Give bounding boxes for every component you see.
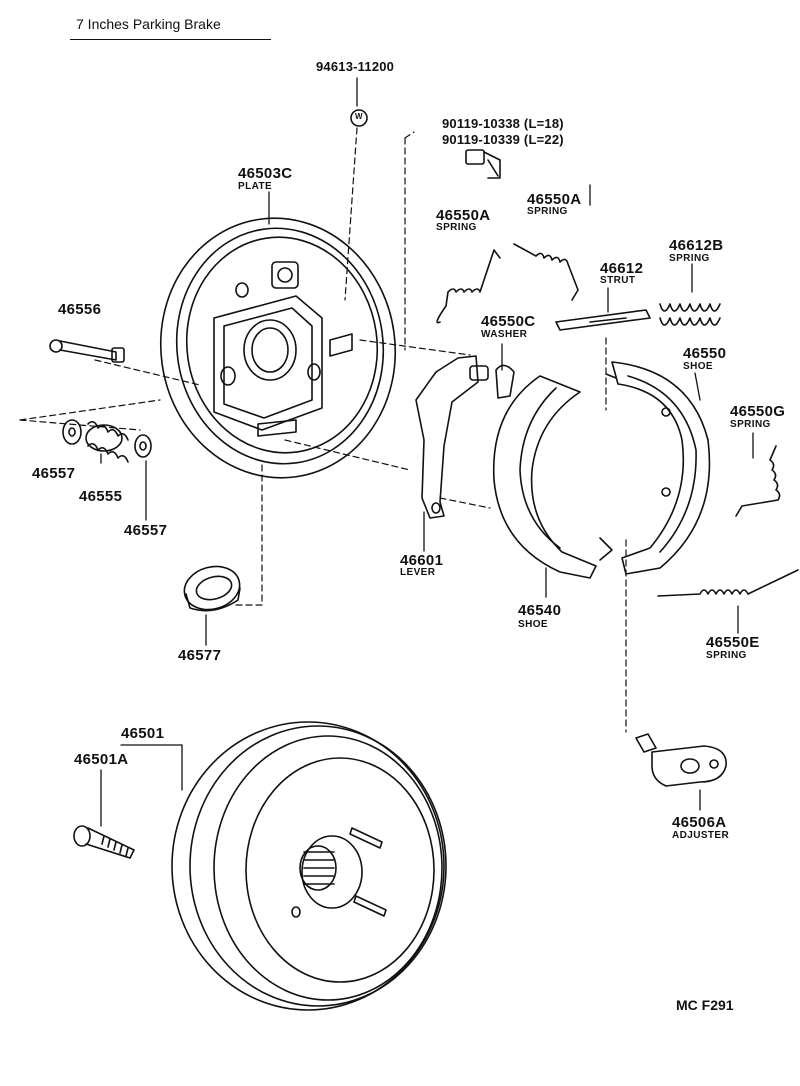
part-name-46550a-right: SPRING bbox=[527, 206, 568, 217]
leader-lines bbox=[100, 77, 754, 827]
lower-spring-illustration bbox=[657, 569, 799, 597]
strut-spring-illustration bbox=[659, 303, 721, 326]
part-number-46577: 46577 bbox=[178, 647, 222, 664]
part-number-46612b: 46612B bbox=[669, 237, 724, 254]
part-name-46550c: WASHER bbox=[481, 329, 528, 340]
part-number-46540: 46540 bbox=[518, 602, 562, 619]
strut-illustration bbox=[555, 309, 651, 331]
pin-illustration bbox=[49, 339, 125, 363]
part-number-46550a-left: 46550A bbox=[436, 207, 491, 224]
part-number-46550c: 46550C bbox=[481, 313, 536, 330]
bolt-illustration bbox=[465, 149, 501, 179]
part-number-90119-l22: 90119-10339 (L=22) bbox=[442, 132, 564, 147]
part-number-46557-top: 46557 bbox=[32, 465, 76, 482]
washer-illustration bbox=[495, 364, 515, 399]
w-marker-illustration bbox=[350, 109, 368, 127]
part-name-46601: LEVER bbox=[400, 567, 436, 578]
grommet-illustration bbox=[183, 565, 241, 612]
part-number-46550: 46550 bbox=[683, 345, 727, 362]
part-number-46550a-right: 46550A bbox=[527, 191, 582, 208]
title-underline bbox=[70, 39, 271, 40]
part-name-46550a-left: SPRING bbox=[436, 222, 477, 233]
part-name-46540: SHOE bbox=[518, 619, 548, 630]
part-name-46612b: SPRING bbox=[669, 253, 710, 264]
upper-springs-illustration bbox=[436, 243, 579, 324]
part-name-46612: STRUT bbox=[600, 275, 636, 286]
hold-down-parts-illustration bbox=[62, 419, 152, 463]
part-name-46550: SHOE bbox=[683, 361, 713, 372]
diagonal-spring-illustration bbox=[735, 445, 781, 517]
part-number-90119-l18: 90119-10338 (L=18) bbox=[442, 116, 564, 131]
part-number-46612: 46612 bbox=[600, 260, 644, 277]
backing-plate-illustration bbox=[159, 217, 397, 479]
part-number-46555: 46555 bbox=[79, 488, 123, 505]
hub-bolt-illustration bbox=[73, 825, 135, 859]
part-name-46550g: SPRING bbox=[730, 419, 771, 430]
figure-code: MC F291 bbox=[676, 997, 734, 1013]
part-number-94613: 94613-11200 bbox=[316, 59, 395, 74]
part-number-46501a: 46501A bbox=[74, 751, 129, 768]
part-name-46550e: SPRING bbox=[706, 650, 747, 661]
part-number-46557-bottom: 46557 bbox=[124, 522, 168, 539]
part-name-46506a: ADJUSTER bbox=[672, 830, 730, 841]
part-number-46556: 46556 bbox=[58, 301, 102, 318]
brake-shoes-illustration bbox=[492, 361, 711, 579]
part-number-46550e: 46550E bbox=[706, 634, 760, 651]
part-number-46601: 46601 bbox=[400, 552, 444, 569]
part-number-46506a: 46506A bbox=[672, 814, 727, 831]
brake-drum-illustration bbox=[171, 721, 447, 1011]
w-marker-label: W bbox=[355, 112, 363, 121]
diagram-title: 7 Inches Parking Brake bbox=[76, 16, 221, 32]
lever-illustration bbox=[415, 355, 489, 519]
part-number-46503c: 46503C bbox=[238, 165, 293, 182]
part-number-46501: 46501 bbox=[121, 725, 165, 742]
part-name-46503c: PLATE bbox=[238, 181, 273, 192]
part-number-46550g: 46550G bbox=[730, 403, 786, 420]
adjuster-illustration bbox=[635, 733, 727, 787]
